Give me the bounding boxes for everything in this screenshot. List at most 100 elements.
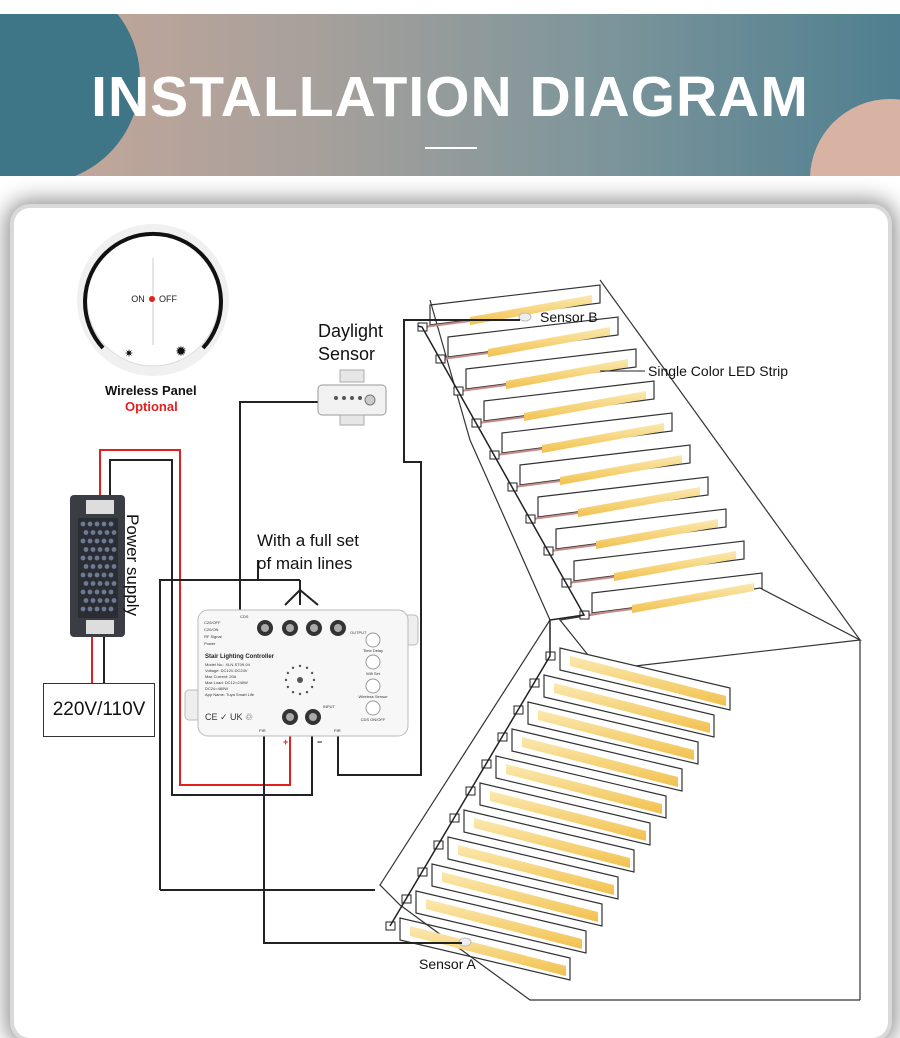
controller-button-label: Wifi Set xyxy=(366,671,381,676)
psu-vent-icon xyxy=(94,521,100,527)
psu-vent-icon xyxy=(101,606,107,612)
controller-info-line: Max Current: 20A xyxy=(205,674,237,679)
psu-vent-icon xyxy=(104,581,110,586)
mains-voltage-label: 220V/110V xyxy=(52,699,146,720)
controller-button-icon xyxy=(365,678,381,694)
power-line-positive xyxy=(99,449,291,786)
controller-title: Stair Lighting Controller xyxy=(205,654,275,660)
main-lines-label-2: of main lines xyxy=(257,554,353,573)
terminal-screw-icon xyxy=(286,624,294,632)
psu-vent-icon xyxy=(108,521,114,527)
dial-dot-icon xyxy=(310,685,314,689)
controller-input-label: INPUT xyxy=(323,704,336,709)
controller-button-label: CDS ON/OFF xyxy=(361,717,386,722)
strip-wire xyxy=(495,448,543,456)
sensor-a-wire xyxy=(263,736,462,944)
optional-label: Optional xyxy=(125,399,178,414)
stair-edge xyxy=(379,619,860,1001)
installation-diagram: ON OFF ✷ ✹ Stair Lighting Controller C20… xyxy=(70,224,863,1001)
controller-plus: + xyxy=(283,737,288,747)
power-line-negative xyxy=(109,459,313,796)
panel-off-label: OFF xyxy=(159,294,177,304)
dial-dot-icon xyxy=(291,666,295,670)
psu-vent-icon xyxy=(101,538,107,544)
strip-cable xyxy=(385,320,633,931)
title-underline xyxy=(425,147,477,149)
psu-vent-icon xyxy=(90,564,96,569)
terminal-screw-icon xyxy=(310,624,318,632)
psu-vent-icon xyxy=(80,606,86,612)
psu-vent-icon xyxy=(108,589,114,595)
strip-wire xyxy=(459,384,507,392)
dial-center-icon xyxy=(297,677,303,683)
controller-minus: − xyxy=(317,737,322,747)
psu-vent-icon xyxy=(108,538,114,544)
controller-info-line: App Name: Tuya Smart Life xyxy=(205,692,255,697)
led-strip xyxy=(614,551,736,581)
led-strip xyxy=(488,327,610,357)
strip-wire xyxy=(423,320,471,328)
psu-vent-icon xyxy=(90,581,96,586)
sensor-b-wire xyxy=(337,319,520,776)
dial-dot-icon xyxy=(298,664,302,668)
daylight-sensor-label-1: Daylight xyxy=(318,321,384,341)
led-strip xyxy=(632,583,754,613)
led-strip xyxy=(542,423,664,453)
dial-dot-icon xyxy=(291,690,295,694)
psu-vent-icon xyxy=(90,598,96,603)
led-strip xyxy=(442,872,598,922)
controller-pir-right: PIR xyxy=(334,728,341,733)
psu-vent-icon xyxy=(94,589,100,595)
psu-vent-icon xyxy=(101,572,107,578)
psu-vent-icon xyxy=(80,589,86,595)
psu-vent-icon xyxy=(104,564,110,569)
psu-vent-icon xyxy=(87,606,93,612)
led-strip xyxy=(596,519,718,549)
led-strip xyxy=(578,487,700,517)
terminal-screw-icon xyxy=(286,713,294,721)
psu-vent-icon xyxy=(90,547,96,552)
terminal-screw-icon xyxy=(309,713,317,721)
controller-button-icon xyxy=(365,654,381,670)
controller-info-line: Voltage: DC12V-DC24V xyxy=(205,668,248,673)
led-strip xyxy=(554,683,710,733)
psu-vent-icon xyxy=(101,555,107,561)
psu-vent-icon xyxy=(83,598,89,603)
led-strip-label: Single Color LED Strip xyxy=(648,363,789,379)
stair-step xyxy=(537,476,709,518)
stair-step xyxy=(573,540,745,582)
led-strip xyxy=(426,899,582,949)
daylight-sensor xyxy=(317,369,387,426)
psu-vent-icon xyxy=(108,572,114,578)
staircase xyxy=(379,279,863,1001)
controller-status-label: C20/ON xyxy=(204,627,219,632)
stair-step xyxy=(429,284,601,326)
page-title: INSTALLATION DIAGRAM xyxy=(91,65,809,129)
terminal-screw-icon xyxy=(334,624,342,632)
psu-vent-icon xyxy=(97,564,103,569)
dial-dot-icon xyxy=(305,690,309,694)
sensor-b-icon xyxy=(518,312,532,322)
stair-step xyxy=(465,348,637,390)
controller-status-label: C20/OFF xyxy=(204,620,221,625)
psu-vent-icon xyxy=(80,538,86,544)
brightness-high-icon: ✹ xyxy=(175,343,187,359)
strip-wire xyxy=(567,576,615,584)
controller-pir-left: PIR xyxy=(259,728,266,733)
dial-dot-icon xyxy=(310,671,314,675)
psu-vent-icon xyxy=(87,589,93,595)
controller-status-label: RF Signal xyxy=(204,634,222,639)
panel-indicator-icon xyxy=(149,296,155,302)
led-strip xyxy=(506,764,662,814)
header-banner: INSTALLATION DIAGRAM xyxy=(0,14,900,176)
psu-vent-icon xyxy=(80,521,86,527)
psu-vent-icon xyxy=(83,530,89,535)
controller-output-label: OUTPUT xyxy=(350,630,367,635)
controller-button-icon xyxy=(365,700,381,716)
psu-vent-icon xyxy=(101,589,107,595)
dial-dot-icon xyxy=(286,671,290,675)
daylight-sensor-wire xyxy=(239,401,318,615)
dial-dot-icon xyxy=(312,678,316,682)
psu-vent-icon xyxy=(94,606,100,612)
wiring xyxy=(91,319,645,944)
